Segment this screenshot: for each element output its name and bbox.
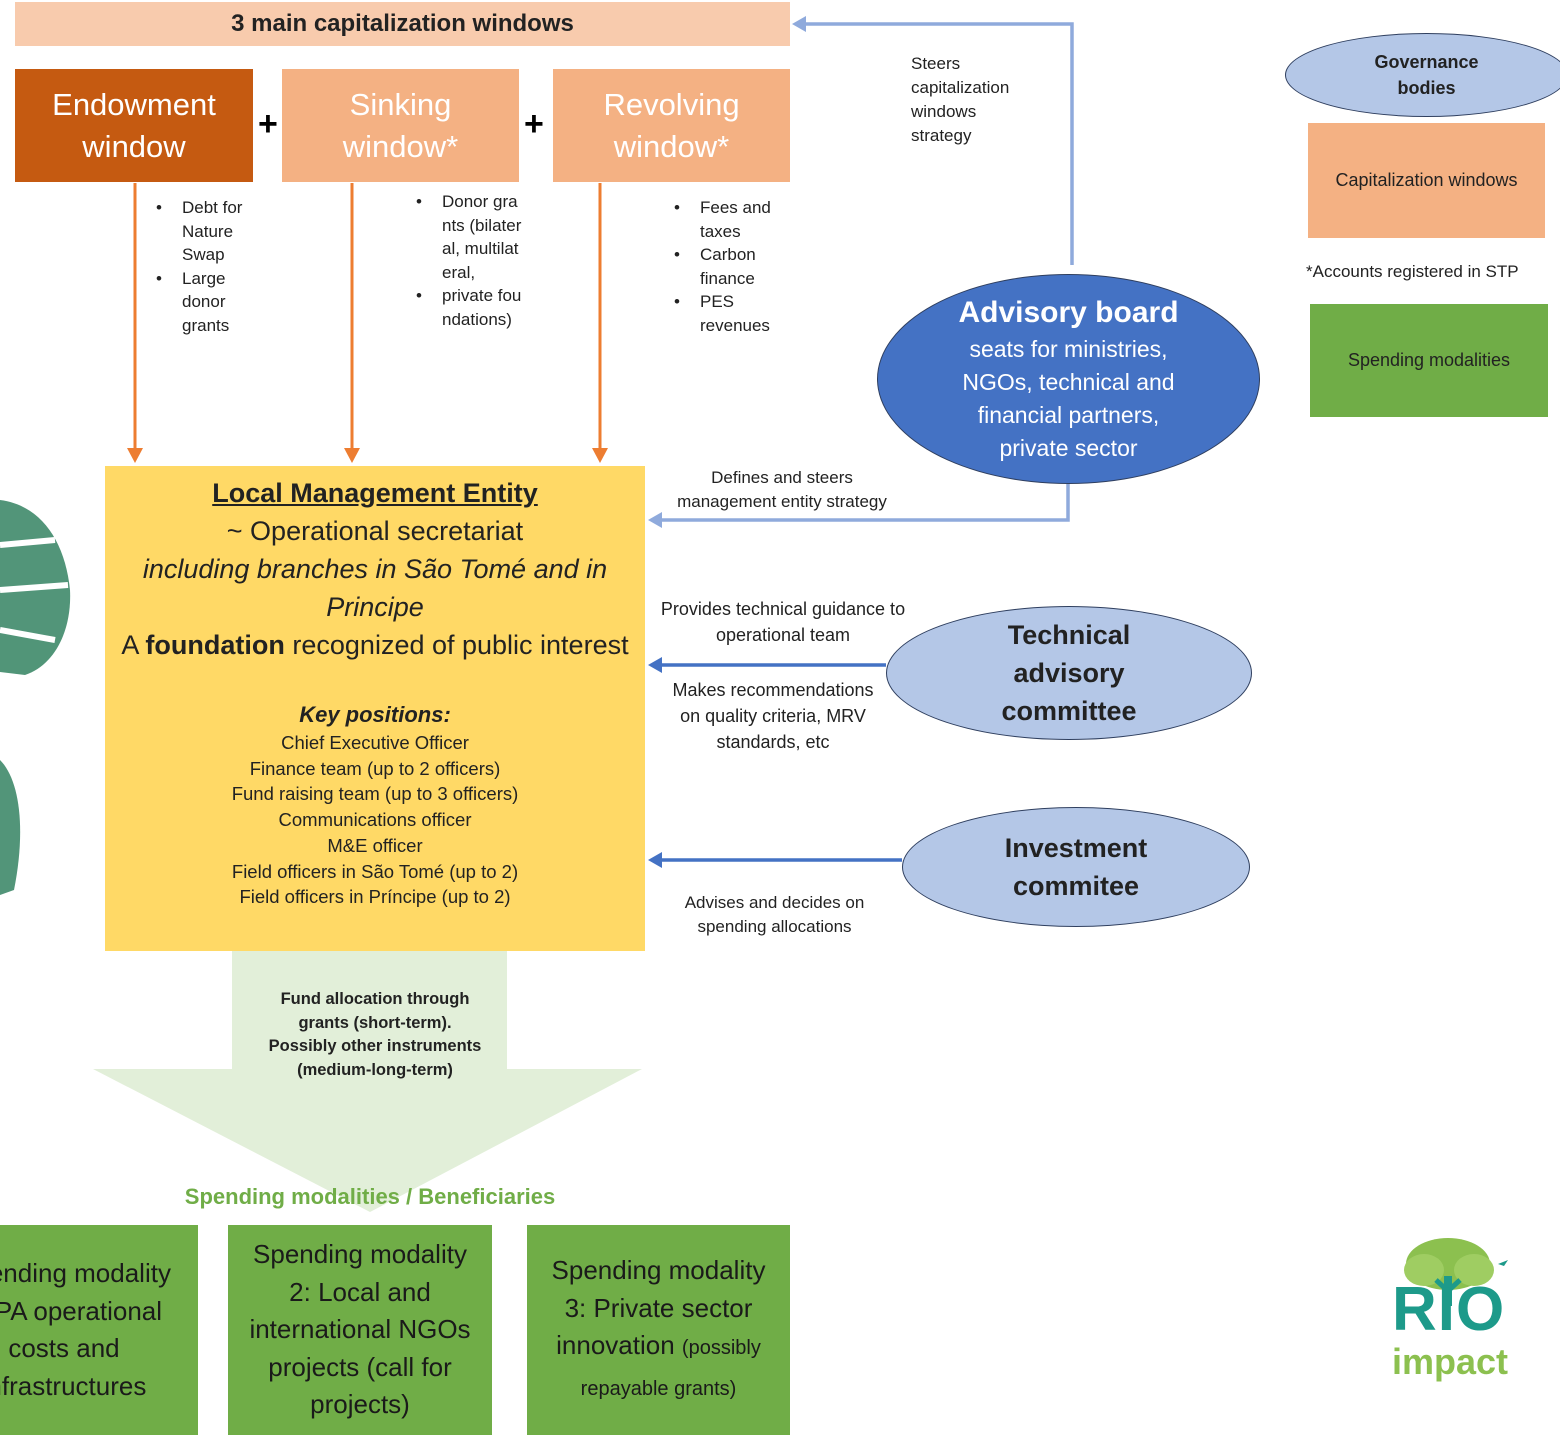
endowment-sources-list: Debt for Nature Swap Large donor grants — [156, 196, 254, 338]
legend-spending-box: Spending modalities — [1310, 304, 1548, 417]
leaf-decoration — [0, 500, 71, 895]
lme-branches: including branches in São Tomé and in Pr… — [142, 554, 608, 622]
plus-sign-2: + — [524, 105, 544, 143]
legend-spending-label: Spending modalities — [1347, 350, 1511, 370]
list-item: Large donor grants — [156, 267, 254, 338]
legend-capitalization-box: Capitalization windows — [1308, 123, 1545, 238]
sinking-window-box: Sinking window* — [282, 69, 519, 182]
spending-modality-2-text: Spending modality 2: Local and internati… — [249, 1239, 471, 1420]
investment-committee-label: Investment commitee — [1004, 833, 1148, 901]
lme-title: Local Management Entity — [212, 478, 538, 508]
technical-connector — [648, 657, 886, 673]
spending-modality-3-box: Spending modality 3: Private sector inno… — [527, 1225, 790, 1435]
legend-capitalization-label: Capitalization windows — [1335, 170, 1518, 190]
list-item: PES revenues — [674, 290, 784, 337]
logo-impact-text: impact — [1392, 1341, 1509, 1382]
revolving-window-label-2: window* — [613, 128, 730, 164]
spending-modality-1-text: Spending modality 1: PA operational cost… — [0, 1258, 171, 1401]
spending-modality-3-text: Spending modality 3: Private sector inno… — [551, 1255, 766, 1360]
spending-modality-1-box: Spending modality 1: PA operational cost… — [0, 1225, 198, 1435]
capitalization-title-bar: 3 main capitalization windows — [15, 2, 790, 46]
advisory-board-ellipse: Advisory board seats for ministries, NGO… — [877, 274, 1260, 484]
rio-impact-logo: RIO impact — [1388, 1236, 1523, 1391]
lme-subtitle: ~ Operational secretariat — [226, 516, 524, 546]
position-item: Communications officer — [278, 809, 472, 831]
tree-icon — [1404, 1238, 1508, 1306]
legend-governance-ellipse: Governance bodies — [1285, 33, 1560, 117]
advises-note: Advises and decides on spending allocati… — [684, 893, 865, 936]
position-item: Finance team (up to 2 officers) — [249, 757, 501, 779]
sinking-sources-list: Donor grants (bilateral, multilateral, p… — [416, 190, 526, 332]
orange-arrows — [127, 183, 608, 463]
provides-note: Provides technical guidance to operation… — [660, 599, 906, 645]
legend-governance-label: Governance bodies — [1374, 52, 1479, 98]
plus-sign-1: + — [258, 105, 278, 143]
position-item: Field officers in São Tomé (up to 2) — [231, 860, 519, 882]
endowment-window-label-1: Endowment — [52, 86, 216, 122]
technical-committee-label: Technical advisory committee — [1001, 620, 1137, 726]
defines-connector — [648, 484, 1070, 528]
defines-note: Defines and steers management entity str… — [677, 468, 887, 511]
fund-allocation-arrow — [93, 951, 642, 1212]
sinking-window-label-2: window* — [342, 128, 459, 164]
investment-committee-ellipse: Investment commitee — [902, 807, 1250, 927]
lme-foundation-pre: A — [121, 630, 146, 660]
list-item: Carbon finance — [674, 243, 784, 290]
technical-committee-ellipse: Technical advisory committee — [886, 606, 1252, 740]
position-item: Field officers in Príncipe (up to 2) — [239, 886, 511, 908]
makes-note: Makes recommendations on quality criteri… — [672, 680, 874, 752]
list-item: Fees and taxes — [674, 196, 784, 243]
revolving-sources-list: Fees and taxes Carbon finance PES revenu… — [674, 196, 784, 338]
spending-modality-2-box: Spending modality 2: Local and internati… — [228, 1225, 492, 1435]
local-management-entity-box: Local Management Entity ~ Operational se… — [105, 466, 645, 951]
sinking-window-label-1: Sinking — [349, 86, 452, 122]
revolving-window-box: Revolving window* — [553, 69, 790, 182]
advisory-board-title: Advisory board — [958, 296, 1179, 329]
endowment-window-box: Endowment window — [15, 69, 253, 182]
steers-note: Steers capitalization windows strategy — [911, 54, 1010, 145]
endowment-window-label-2: window — [82, 128, 186, 164]
position-item: Fund raising team (up to 3 officers) — [231, 783, 519, 805]
capitalization-title: 3 main capitalization windows — [231, 10, 574, 37]
lme-foundation-post: recognized of public interest — [284, 630, 629, 660]
spending-modality-3-small: (possibly repayable grants) — [580, 1337, 761, 1400]
key-positions-title: Key positions: — [299, 702, 451, 727]
advisory-board-text: seats for ministries, NGOs, technical an… — [962, 336, 1175, 461]
list-item: private foundations) — [416, 284, 526, 331]
spending-title: Spending modalities / Beneficiaries — [184, 1184, 556, 1209]
list-item: Debt for Nature Swap — [156, 196, 254, 267]
leaf-cutouts — [0, 537, 69, 643]
lme-foundation-bold: foundation — [145, 630, 285, 660]
legend-accounts-note: *Accounts registered in STP — [1306, 262, 1519, 281]
position-item: M&E officer — [327, 834, 423, 856]
logo-rio-text: RIO — [1392, 1275, 1506, 1344]
position-item: Chief Executive Officer — [281, 732, 469, 753]
lme-foundation-line: A foundation recognized of public intere… — [121, 626, 629, 664]
revolving-window-label-1: Revolving — [603, 86, 740, 122]
list-item: Donor grants (bilateral, multilateral, — [416, 190, 526, 284]
investment-connector — [648, 852, 902, 868]
fund-allocation-text: Fund allocation through grants (short-te… — [268, 990, 482, 1079]
steers-connector — [792, 16, 1074, 265]
